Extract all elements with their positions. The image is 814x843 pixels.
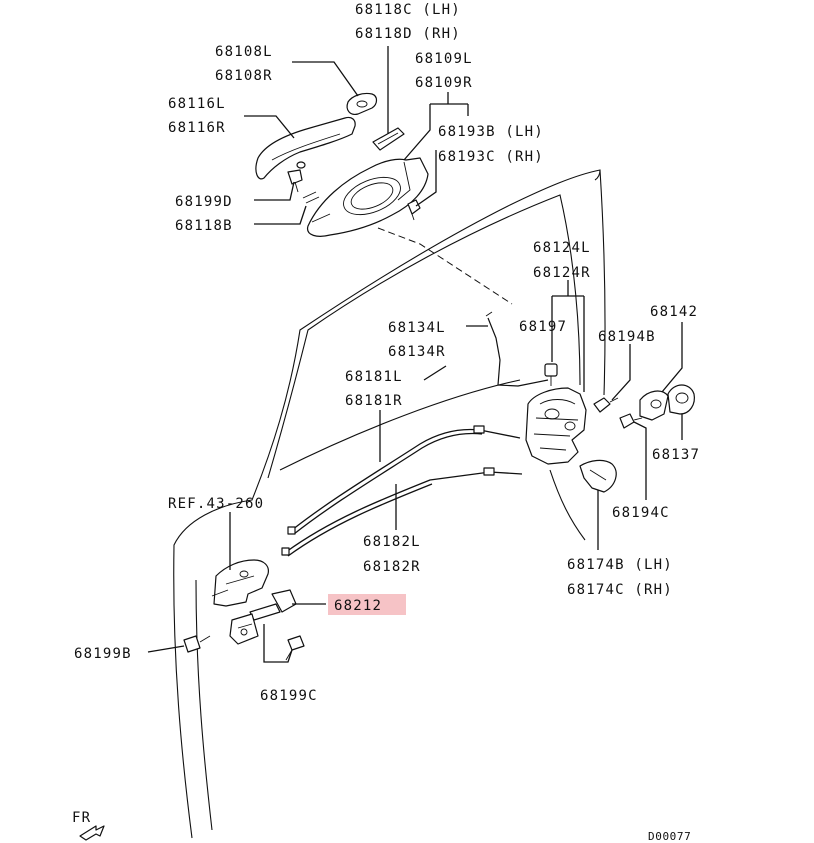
key-cylinder-cap [372, 127, 405, 151]
door-latch-assembly [525, 387, 587, 465]
label-68124r: 68124R [533, 265, 591, 281]
label-68181r: 68181R [345, 393, 403, 409]
fr-arrow-icon [79, 825, 105, 841]
striker-shim-68137 [667, 384, 695, 415]
label-diagram-id: D00077 [648, 830, 691, 843]
label-68118b: 68118B [175, 218, 233, 234]
label-68194c: 68194C [612, 505, 670, 521]
label-68116l: 68116L [168, 96, 226, 112]
bolt-68199b [183, 635, 211, 653]
label-68212: 68212 [334, 598, 382, 614]
label-68108l: 68108L [215, 44, 273, 60]
label-68116r: 68116R [168, 120, 226, 136]
label-68109l: 68109L [415, 51, 473, 67]
label-68199d: 68199D [175, 194, 233, 210]
label-68194b: 68194B [598, 329, 656, 345]
label-68174b: 68174B (LH) [567, 557, 673, 573]
leader-lines [147, 46, 683, 663]
label-68193c: 68193C (RH) [438, 149, 544, 165]
bolt-68197 [544, 363, 558, 386]
handle-frame [306, 157, 429, 237]
label-68109r: 68109R [415, 75, 473, 91]
door-outline [173, 169, 606, 839]
label-fr: FR [72, 810, 91, 826]
cover-68174 [579, 459, 617, 493]
clip-68193 [407, 199, 421, 221]
label-68197: 68197 [519, 319, 567, 335]
label-68137: 68137 [652, 447, 700, 463]
label-68199b: 68199B [74, 646, 132, 662]
highlight-68212 [328, 594, 406, 615]
label-68182l: 68182L [363, 534, 421, 550]
label-68124l: 68124L [533, 240, 591, 256]
door-check-68212 [229, 589, 297, 645]
label-68193b: 68193B (LH) [438, 124, 544, 140]
label-68199c: 68199C [260, 688, 318, 704]
gasket-68118b [302, 191, 320, 204]
bolt-68199c [285, 635, 305, 661]
label-ref-43-260: REF.43-260 [168, 496, 264, 512]
outside-handle [255, 116, 356, 180]
cables [281, 425, 523, 557]
labels: 68118C (LH) 68118D (RH) 68108L 68108R 68… [72, 2, 700, 843]
label-68174c: 68174C (RH) [567, 582, 673, 598]
label-68134l: 68134L [388, 320, 446, 336]
bolt-68194b [593, 397, 619, 413]
handle-latch-dashed-link [377, 227, 513, 305]
label-68134r: 68134R [388, 344, 446, 360]
label-68118c: 68118C (LH) [355, 2, 461, 18]
bolt-68194c [619, 413, 643, 429]
label-68118d: 68118D (RH) [355, 26, 461, 42]
label-68142: 68142 [650, 304, 698, 320]
screw-68199d [287, 169, 303, 193]
label-68182r: 68182R [363, 559, 421, 575]
label-68181l: 68181L [345, 369, 403, 385]
ref-bracket [211, 559, 269, 607]
handle-cover [346, 92, 378, 115]
striker-68142 [639, 390, 669, 421]
label-68108r: 68108R [215, 68, 273, 84]
latch-rod [487, 317, 549, 387]
